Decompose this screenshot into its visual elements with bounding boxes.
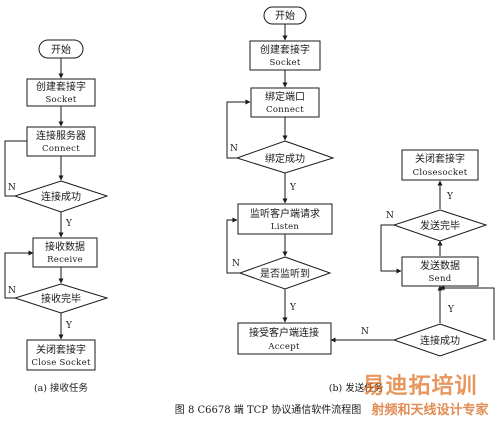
bind-port-cn: 绑定端口 xyxy=(265,90,305,103)
receive-data-box xyxy=(32,237,98,268)
connect-server-box xyxy=(26,126,96,157)
close-socket-cn: 关闭套接字 xyxy=(415,152,465,165)
edge-loop-send xyxy=(380,224,402,274)
close-socket-box xyxy=(26,339,96,371)
send-done-decision xyxy=(392,209,488,242)
yes-label: Y xyxy=(447,305,455,315)
receive-done-decision-label: 接收完毕 xyxy=(41,292,81,305)
close-socket-en: Close Socket xyxy=(31,358,91,368)
close-socket-cn: 关闭套接字 xyxy=(36,343,86,356)
start-label: 开始 xyxy=(51,43,71,56)
bind-ok-decision-label: 绑定成功 xyxy=(265,152,305,165)
receive-data-en: Receive xyxy=(47,255,83,265)
caption-a: (a) 接收任务 xyxy=(34,382,89,394)
connected-decision xyxy=(13,180,109,213)
send-data-cn: 发送数据 xyxy=(420,259,460,272)
listen-cn: 监听客户端请求 xyxy=(250,207,320,220)
receive-data-cn: 接收数据 xyxy=(45,240,85,253)
send-data-box xyxy=(401,256,479,287)
send-done-decision-label: 发送完毕 xyxy=(420,219,460,232)
create-socket-cn: 创建套接字 xyxy=(36,80,86,93)
connect-ok-decision-label: 连接成功 xyxy=(420,334,460,347)
yes-label: Y xyxy=(65,219,73,229)
watermark-tagline: 射频和天线设计专家 xyxy=(370,402,489,418)
bind-ok-decision xyxy=(235,140,335,174)
yes-label: Y xyxy=(65,321,73,331)
receive-task-flow: 开始 创建套接字 Socket 连接服务器 Connect 连接成功 N Y 接… xyxy=(4,39,109,394)
send-data-en: Send xyxy=(429,274,452,284)
connect-server-cn: 连接服务器 xyxy=(36,129,86,142)
caption-b: (b) 发送任务 xyxy=(329,382,384,394)
yes-label: Y xyxy=(289,183,297,193)
edge-retry-connect xyxy=(4,138,34,197)
create-socket-box xyxy=(249,40,321,71)
no-label: N xyxy=(230,144,238,154)
yes-label: Y xyxy=(289,303,297,313)
accept-box xyxy=(237,322,332,355)
yes-label: Y xyxy=(446,192,454,202)
create-socket-en: Socket xyxy=(45,95,76,105)
no-label: N xyxy=(232,259,240,269)
start-terminal xyxy=(263,6,307,25)
connect-server-en: Connect xyxy=(42,144,80,154)
connected-decision-label: 连接成功 xyxy=(41,190,81,203)
connect-ok-decision xyxy=(392,323,488,357)
no-label: N xyxy=(386,211,394,221)
edge-loop-receive xyxy=(4,250,34,299)
no-label: N xyxy=(8,183,16,193)
heard-decision-label: 是否监听到 xyxy=(260,267,310,280)
watermark-brand: 易迪拓培训 xyxy=(362,373,477,399)
listen-en: Listen xyxy=(271,222,300,232)
close-socket-en: Closesocket xyxy=(413,168,468,178)
start-label: 开始 xyxy=(275,9,295,22)
receive-done-decision xyxy=(13,283,109,314)
send-task-flow: 开始 创建套接字 Socket 绑定端口 Connect 绑定成功 N Y 监听… xyxy=(226,6,495,394)
watermark: 易迪拓培训 射频和天线设计专家 xyxy=(362,373,489,418)
heard-decision xyxy=(238,256,332,290)
edge-loop-listen xyxy=(226,217,240,274)
edge-retry-bind xyxy=(226,99,251,159)
figure-caption: 图 8 C6678 端 TCP 协议通信软件流程图 xyxy=(175,403,361,416)
create-socket-cn: 创建套接字 xyxy=(260,43,310,56)
create-socket-en: Socket xyxy=(269,58,300,68)
close-socket-box xyxy=(401,149,479,181)
listen-box xyxy=(237,203,333,235)
accept-en: Accept xyxy=(267,342,300,352)
no-label: N xyxy=(361,327,369,337)
no-label: N xyxy=(8,286,16,296)
bind-port-en: Connect xyxy=(266,105,304,115)
edge-conn-fail-loop xyxy=(439,285,495,340)
accept-cn: 接受客户端连接 xyxy=(249,326,319,339)
start-terminal xyxy=(38,39,84,59)
bind-port-box xyxy=(250,87,320,118)
create-socket-box xyxy=(26,78,96,107)
